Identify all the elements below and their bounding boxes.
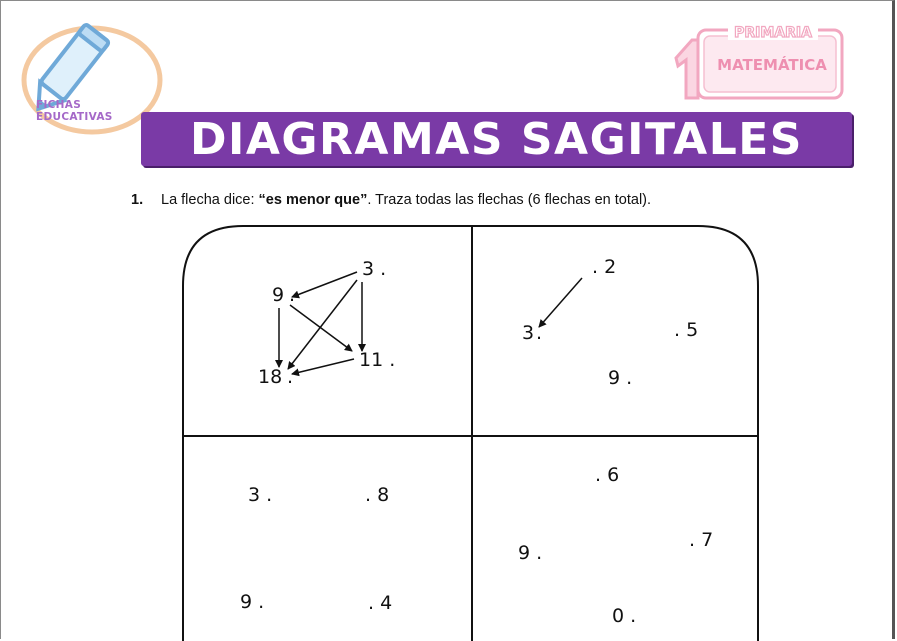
panel-bl-label-4: . 4 (368, 592, 393, 614)
grade-badge: PRIMARIA MATEMÁTICA (674, 24, 844, 100)
logo-line-1: FICHAS (36, 99, 82, 111)
arrow-11-to-18 (291, 358, 355, 377)
panel-br-label-9: 9 . (518, 542, 543, 564)
question-1: 1. La flecha dice: “es menor que”. Traza … (131, 192, 651, 208)
panel-br-label-0: 0 . (612, 605, 637, 627)
panel-top-left-arrows (275, 271, 366, 377)
panel-tl-dot-18: . (287, 366, 294, 388)
panel-br-label-7: . 7 (689, 529, 714, 551)
panel-tr-label-9: 9 . (608, 367, 633, 389)
panel-tr-label-3: 3 (522, 322, 535, 344)
logo-line-2: EDUCATIVAS (36, 111, 113, 123)
panel-tl-label-9: 9 (272, 284, 285, 306)
panel-br-label-6: . 6 (595, 464, 620, 486)
pencil-icon (21, 23, 163, 135)
panel-tl-dot-9: . (289, 284, 296, 306)
panel-bl-label-8: . 8 (365, 484, 390, 506)
question-quote: “es menor que” (258, 192, 368, 208)
arrow-2-to-3 (538, 277, 583, 328)
question-suffix: . Traza todas las flechas (6 flechas en … (367, 192, 652, 208)
badge-level: PRIMARIA (734, 25, 812, 41)
panel-tl-label-18: 18 (258, 366, 283, 388)
panel-tr-label-5: . 5 (674, 319, 699, 341)
panel-tl-label-3: 3 . (362, 258, 387, 280)
grid-outline (182, 225, 759, 641)
logo-text: FICHAS EDUCATIVAS (36, 99, 113, 123)
question-prefix: La flecha dice: (161, 192, 259, 208)
arrow-9-to-11 (289, 304, 353, 352)
panel-bl-label-3: 3 . (248, 484, 273, 506)
panel-bl-label-9: 9 . (240, 591, 265, 613)
arrow-3-to-18 (287, 279, 358, 370)
title-banner: DIAGRAMAS SAGITALES (141, 112, 852, 166)
panel-tl-label-11: 11 . (359, 349, 396, 371)
panel-tr-dot-3: . (536, 322, 543, 344)
arrow-3-to-9 (291, 271, 358, 299)
badge-subject: MATEMÁTICA (717, 55, 827, 74)
question-number: 1. (131, 192, 144, 208)
panel-tr-label-2: . 2 (592, 256, 617, 278)
page-title: DIAGRAMAS SAGITALES (189, 114, 803, 165)
